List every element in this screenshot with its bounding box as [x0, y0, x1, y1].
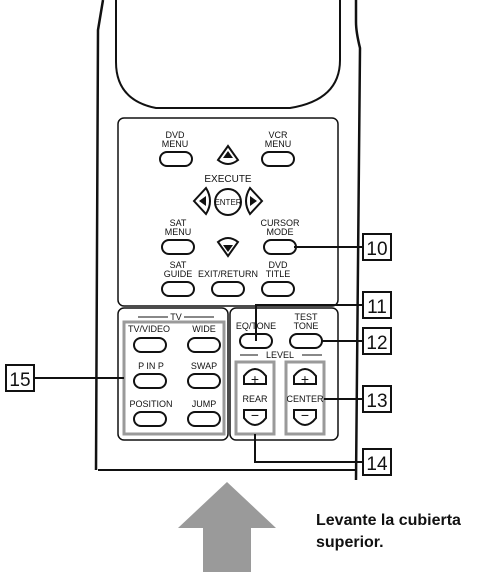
svg-text:VCR: VCR	[268, 130, 288, 140]
svg-text:MENU: MENU	[162, 139, 189, 149]
svg-text:−: −	[301, 407, 309, 423]
tv-panel	[117, 307, 229, 441]
sat-guide-button[interactable]: SAT GUIDE	[161, 260, 195, 297]
rear-label: REAR	[242, 394, 268, 404]
enter-button[interactable]: ENTER	[214, 188, 242, 216]
svg-text:12: 12	[366, 333, 387, 354]
svg-text:+: +	[301, 371, 309, 387]
leader-11	[255, 304, 363, 341]
rear-plus-button[interactable]: +	[243, 368, 267, 387]
svg-text:MENU: MENU	[165, 227, 192, 237]
svg-text:DVD: DVD	[268, 260, 288, 270]
svg-text:+: +	[251, 371, 259, 387]
sat-menu-button[interactable]: SAT MENU	[161, 218, 195, 255]
callout-14: 14	[362, 448, 392, 476]
svg-text:ENTER: ENTER	[214, 198, 241, 207]
big-up-arrow-icon	[178, 482, 276, 572]
svg-text:EXIT/RETURN: EXIT/RETURN	[198, 269, 258, 279]
svg-text:TV/VIDEO: TV/VIDEO	[128, 324, 170, 334]
tv-section-label: TV	[170, 312, 182, 322]
center-label: CENTER	[286, 394, 324, 404]
audio-panel	[229, 307, 339, 441]
leader-14	[254, 434, 363, 463]
svg-text:TITLE: TITLE	[266, 269, 291, 279]
execute-label: EXECUTE	[204, 174, 252, 185]
svg-text:10: 10	[366, 239, 387, 260]
caption-line-2: superior.	[316, 534, 384, 551]
svg-text:14: 14	[366, 454, 388, 475]
wide-button[interactable]: WIDE	[187, 324, 221, 353]
callout-11: 11	[362, 291, 392, 319]
callout-13: 13	[362, 385, 392, 413]
svg-text:TEST: TEST	[294, 312, 318, 322]
arrow-right-icon[interactable]	[245, 186, 264, 216]
test-tone-button[interactable]: TEST TONE	[289, 312, 323, 349]
vcr-menu-button[interactable]: VCR MENU	[261, 130, 295, 167]
dvd-title-button[interactable]: DVD TITLE	[261, 260, 295, 297]
tv-video-button[interactable]: TV/VIDEO	[128, 324, 170, 353]
svg-text:POSITION: POSITION	[129, 399, 172, 409]
svg-text:JUMP: JUMP	[192, 399, 217, 409]
svg-text:MENU: MENU	[265, 139, 292, 149]
svg-text:MODE: MODE	[267, 227, 294, 237]
exit-return-button[interactable]: EXIT/RETURN	[198, 269, 258, 297]
position-button[interactable]: POSITION	[129, 399, 173, 427]
svg-text:TONE: TONE	[294, 321, 319, 331]
upper-panel	[117, 117, 339, 307]
svg-text:−: −	[251, 407, 259, 423]
callout-12: 12	[362, 327, 392, 355]
lift-cover-instruction: Levante la cubierta superior.	[316, 510, 491, 554]
arrow-down-icon[interactable]	[216, 237, 240, 258]
svg-text:SAT: SAT	[170, 260, 187, 270]
jump-button[interactable]: JUMP	[187, 399, 221, 427]
p-in-p-button[interactable]: P IN P	[133, 361, 167, 389]
arrow-up-icon[interactable]	[216, 144, 240, 165]
dvd-menu-button[interactable]: DVD MENU	[159, 130, 193, 167]
arrow-left-icon[interactable]	[192, 186, 211, 216]
cursor-mode-button[interactable]: CURSOR MODE	[260, 218, 300, 255]
center-plus-button[interactable]: +	[293, 368, 317, 387]
svg-text:WIDE: WIDE	[192, 324, 216, 334]
svg-text:SWAP: SWAP	[191, 361, 217, 371]
svg-text:11: 11	[367, 297, 387, 318]
swap-button[interactable]: SWAP	[187, 361, 221, 389]
rear-minus-button[interactable]: −	[243, 407, 267, 426]
center-minus-button[interactable]: −	[293, 407, 317, 426]
svg-text:SAT: SAT	[170, 218, 187, 228]
caption-line-1: Levante la cubierta	[316, 512, 461, 529]
svg-text:GUIDE: GUIDE	[164, 269, 193, 279]
remote-body-outline	[94, 0, 362, 481]
svg-text:13: 13	[366, 391, 387, 412]
callout-10: 10	[362, 233, 392, 261]
svg-text:CURSOR: CURSOR	[260, 218, 300, 228]
svg-text:15: 15	[9, 370, 30, 391]
callout-15: 15	[5, 364, 35, 392]
remote-lid-edge	[115, 0, 341, 109]
level-label: LEVEL	[266, 350, 294, 360]
svg-text:DVD: DVD	[165, 130, 185, 140]
svg-text:P IN P: P IN P	[138, 361, 164, 371]
